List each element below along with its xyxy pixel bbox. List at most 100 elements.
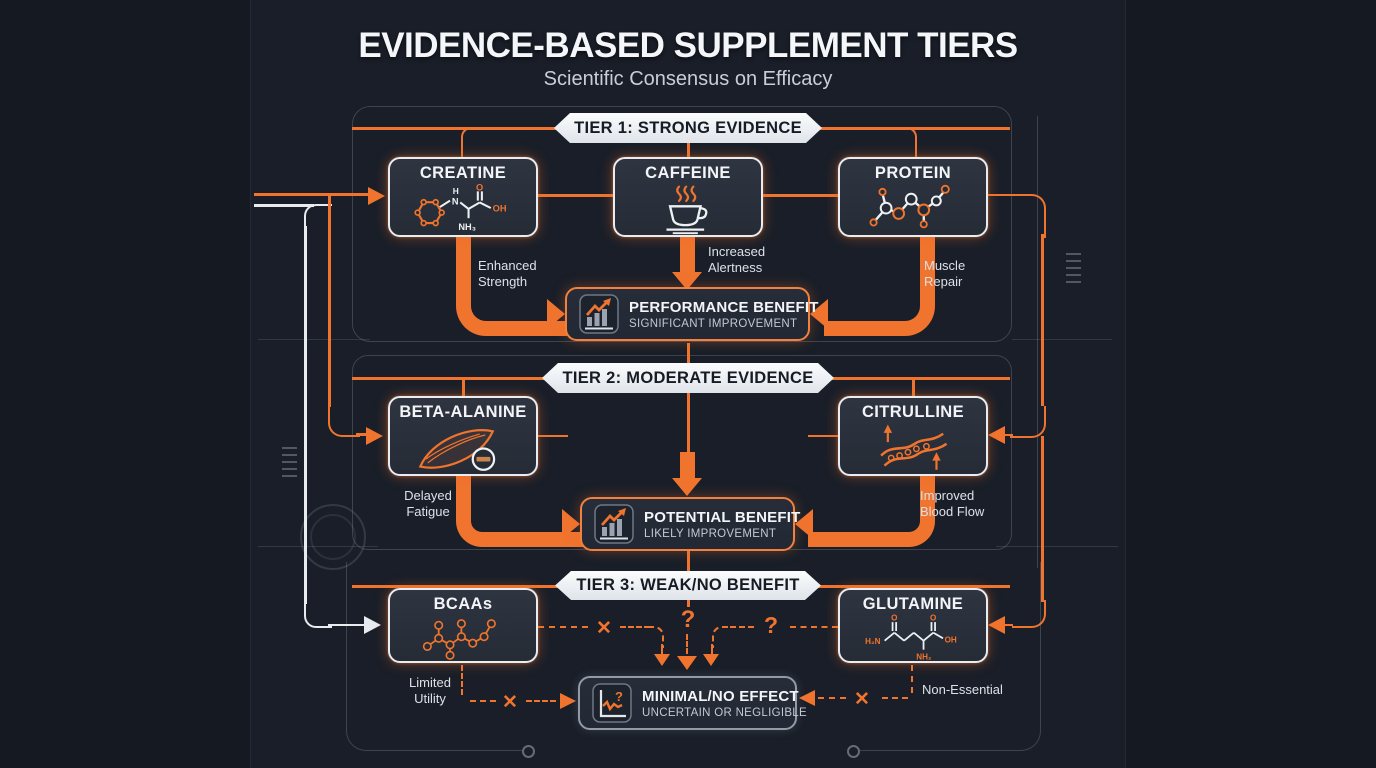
- arrowhead-into-beta-alanine: [366, 427, 383, 445]
- tier3-banner: TIER 3: WEAK/NO BENEFIT: [555, 571, 821, 600]
- glutamine-nh2-label: NH₂: [916, 652, 932, 661]
- creatine-title: CREATINE: [419, 164, 507, 182]
- decor-line: [258, 339, 370, 340]
- rising-chart-icon: [594, 504, 634, 544]
- decor-ring: [300, 504, 366, 570]
- dashed-line: [526, 700, 556, 702]
- minimal-effect-text: MINIMAL/NO EFFECT UNCERTAIN OR NEGLIGIBL…: [642, 688, 807, 719]
- arrowhead-non-essential: [799, 690, 815, 706]
- dashed-line: [790, 626, 838, 628]
- glutamine-o2-label: O: [930, 614, 936, 622]
- white-line-horizontal: [328, 623, 364, 626]
- minimal-effect-title: MINIMAL/NO EFFECT: [642, 687, 799, 705]
- connector-creatine-caffeine: [538, 194, 613, 197]
- connector-banner-to-protein: [822, 127, 917, 159]
- central-line-t1-t2: [687, 343, 690, 455]
- arrowhead-beta-alanine-right: [562, 509, 580, 539]
- cross-marker: ✕: [854, 689, 870, 710]
- arrow-caffeine-down-shaft: [680, 237, 695, 275]
- stub-beta-alanine-right: [538, 434, 568, 437]
- performance-benefit-title: PERFORMANCE BENEFIT: [629, 298, 819, 316]
- note-muscle-repair: Muscle Repair: [924, 258, 966, 289]
- dashed-line: [461, 665, 463, 695]
- white-line-vertical: [304, 226, 307, 604]
- orange-line-vertical-right-lower: [1041, 436, 1044, 602]
- page-subtitle: Scientific Consensus on Efficacy: [543, 68, 833, 90]
- connector-banner-to-caffeine: [687, 143, 690, 157]
- blood-vessel-icon: [880, 424, 948, 470]
- bcaa-molecule-icon: [422, 619, 496, 660]
- entry-line-orange: [254, 193, 368, 196]
- arrowhead-citrulline-left: [795, 509, 813, 539]
- arrowhead-into-citrulline: [988, 426, 1005, 444]
- protein-molecule-icon: [869, 184, 950, 229]
- note-improved-blood-flow: Improved Blood Flow: [920, 488, 985, 519]
- dashed-line: [538, 626, 588, 628]
- page-title: EVIDENCE-BASED SUPPLEMENT TIERS: [358, 26, 1018, 65]
- connector-caffeine-protein: [763, 194, 838, 197]
- frame-endpoint-dot: [847, 745, 860, 758]
- creatine-h-label: H: [453, 186, 459, 196]
- dashed-line: [711, 644, 713, 654]
- content-right-edge-line: [1125, 0, 1126, 768]
- central-dashed-line: [686, 634, 688, 654]
- question-marker: ?: [763, 612, 779, 638]
- glutamine-o1-label: O: [891, 614, 897, 622]
- potential-benefit-title: POTENTIAL BENEFIT: [644, 508, 801, 526]
- note-enhanced-strength: Enhanced Strength: [478, 258, 537, 289]
- glutamine-h2n-label: H₂N: [865, 637, 880, 646]
- rising-chart-icon: [579, 294, 619, 334]
- arrowhead-into-creatine: [368, 187, 385, 205]
- arrowhead-caffeine-down: [672, 272, 702, 290]
- left-margin-shade: [0, 0, 250, 768]
- content-left-edge-line: [250, 0, 251, 768]
- tier1-banner: TIER 1: STRONG EVIDENCE: [554, 113, 822, 143]
- protein-box: PROTEIN: [838, 157, 988, 237]
- tier1-banner-label: TIER 1: STRONG EVIDENCE: [574, 118, 802, 137]
- arrowhead-into-glutamine: [988, 616, 1005, 634]
- right-margin-shade: [1126, 0, 1376, 768]
- glutamine-structure-icon: H₂N O O OH NH₂: [865, 614, 957, 661]
- icon-question-mark: ?: [615, 689, 623, 704]
- tick-citrulline: [912, 380, 915, 396]
- glutamine-oh-label: OH: [945, 635, 957, 644]
- note-non-essential: Non-Essential: [922, 682, 1003, 697]
- dashed-line: [470, 700, 496, 702]
- muscle-fiber-icon: [418, 429, 496, 471]
- question-marker: ?: [680, 606, 696, 633]
- arrowhead-protein-left: [810, 299, 828, 329]
- creatine-box: CREATINE H N O OH NH₃: [388, 157, 538, 237]
- dashed-line: [911, 665, 913, 693]
- tier3-frame-right: [856, 562, 1041, 751]
- arrowhead-into-minimal-right: [703, 654, 719, 666]
- dashed-corner: [712, 626, 728, 648]
- orange-line-horizontal: [356, 433, 368, 436]
- flatline-chart-icon: ?: [592, 683, 632, 723]
- arrowhead-into-minimal-left: [654, 654, 670, 666]
- white-line-corner: [304, 204, 332, 230]
- connector-protein-right: [988, 194, 1046, 238]
- cross-marker: ✕: [596, 618, 612, 639]
- decor-dashes: [282, 447, 297, 481]
- bcaas-box: BCAAs: [388, 588, 538, 663]
- dashed-line: [882, 697, 908, 699]
- arrowhead-into-bcaas: [364, 616, 381, 634]
- caffeine-box: CAFFEINE: [613, 157, 763, 237]
- arrowhead-creatine-right: [547, 299, 565, 329]
- performance-benefit-text: PERFORMANCE BENEFIT SIGNIFICANT IMPROVEM…: [629, 299, 819, 330]
- bcaas-title: BCAAs: [433, 595, 493, 613]
- creatine-n-label: N: [452, 196, 459, 206]
- creatine-nh3-label: NH₃: [458, 222, 476, 232]
- dashed-line: [730, 626, 754, 628]
- creatine-oh-label: OH: [493, 204, 507, 214]
- potential-benefit-box: POTENTIAL BENEFIT LIKELY IMPROVEMENT: [580, 497, 800, 551]
- beta-alanine-title: BETA-ALANINE: [399, 403, 527, 421]
- arrow-creatine-elbow: [456, 237, 567, 336]
- arrow-central-shaft: [680, 452, 695, 480]
- beta-alanine-box: BETA-ALANINE: [388, 396, 538, 476]
- potential-benefit-text: POTENTIAL BENEFIT LIKELY IMPROVEMENT: [644, 509, 800, 540]
- citrulline-box: CITRULLINE: [838, 396, 988, 476]
- arrowhead-limited-utility: [560, 693, 576, 709]
- arrowhead-into-potential: [672, 478, 702, 496]
- potential-benefit-subtitle: LIKELY IMPROVEMENT: [644, 527, 777, 540]
